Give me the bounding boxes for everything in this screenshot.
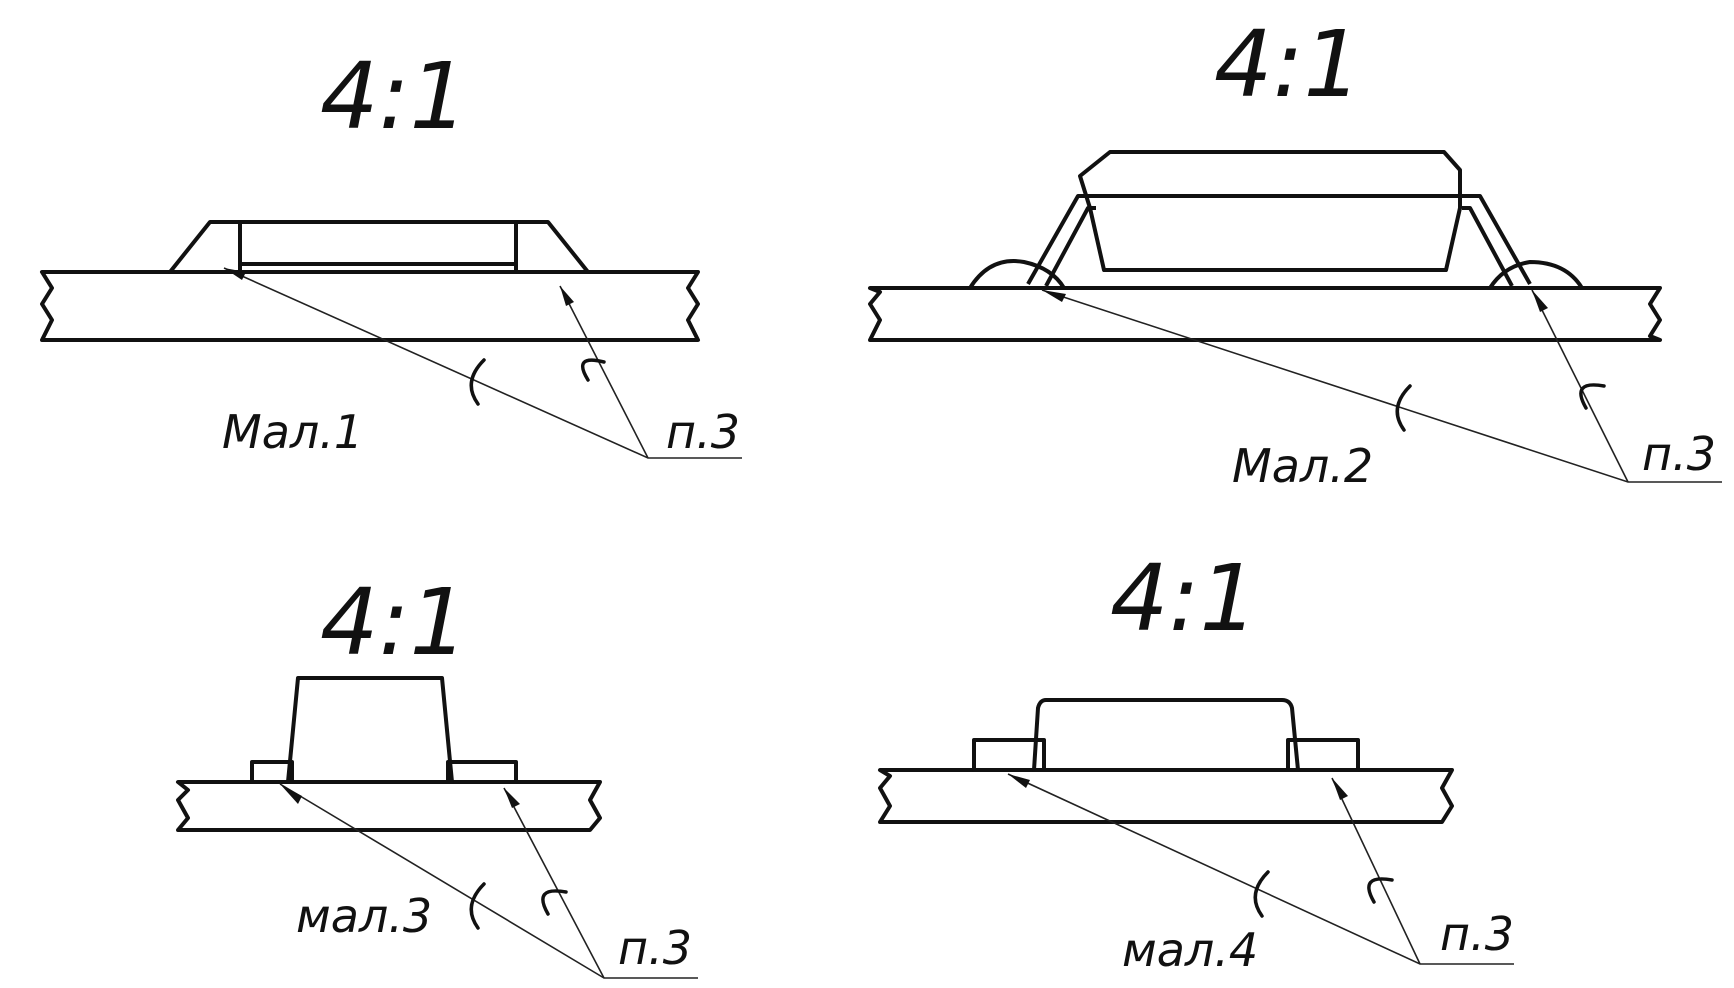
detail-1: 4:1 п.3 Мал.1 [40, 43, 742, 459]
detail-1-scale: 4:1 [320, 43, 468, 150]
detail-3-board [176, 780, 602, 832]
detail-2: 4:1 п.3 Мал.2 [868, 11, 1722, 493]
detail-2-component [1078, 150, 1462, 272]
detail-3-leader [279, 783, 698, 979]
detail-4-pad-right [1286, 738, 1360, 772]
detail-4-board [878, 768, 1454, 824]
detail-4-component [1032, 698, 1300, 772]
detail-1-solder-right [514, 220, 590, 274]
detail-3-figure-label: мал.3 [296, 889, 432, 943]
detail-2-scale: 4:1 [1214, 11, 1362, 118]
detail-4-leader [1007, 773, 1514, 965]
detail-1-leader [223, 267, 742, 459]
detail-1-board [40, 270, 700, 342]
detail-4-scale: 4:1 [1110, 545, 1258, 652]
detail-3-scale: 4:1 [320, 569, 468, 676]
detail-3-component [286, 676, 454, 784]
detail-2-solder-left [968, 259, 1066, 290]
detail-3-pad-left [250, 760, 294, 784]
detail-2-lead-left [1026, 194, 1096, 287]
detail-2-note: п.3 [1642, 427, 1716, 481]
detail-1-component [238, 220, 518, 266]
detail-2-figure-label: Мал.2 [1232, 439, 1373, 493]
detail-1-solder-left [168, 220, 242, 274]
detail-1-figure-label: Мал.1 [222, 405, 363, 459]
detail-4-note: п.3 [1440, 907, 1514, 961]
detail-2-lead-right [1462, 194, 1532, 287]
detail-4-figure-label: мал.4 [1122, 923, 1258, 977]
detail-2-solder-right [1488, 260, 1584, 290]
detail-3: 4:1 п.3 мал.3 [176, 569, 698, 979]
detail-2-board [868, 286, 1662, 342]
detail-4: 4:1 п.3 мал.4 [878, 545, 1514, 977]
detail-3-note: п.3 [618, 921, 692, 975]
detail-1-note: п.3 [666, 405, 740, 459]
detail-3-pad-right [446, 760, 518, 784]
detail-2-leader [1041, 289, 1722, 483]
